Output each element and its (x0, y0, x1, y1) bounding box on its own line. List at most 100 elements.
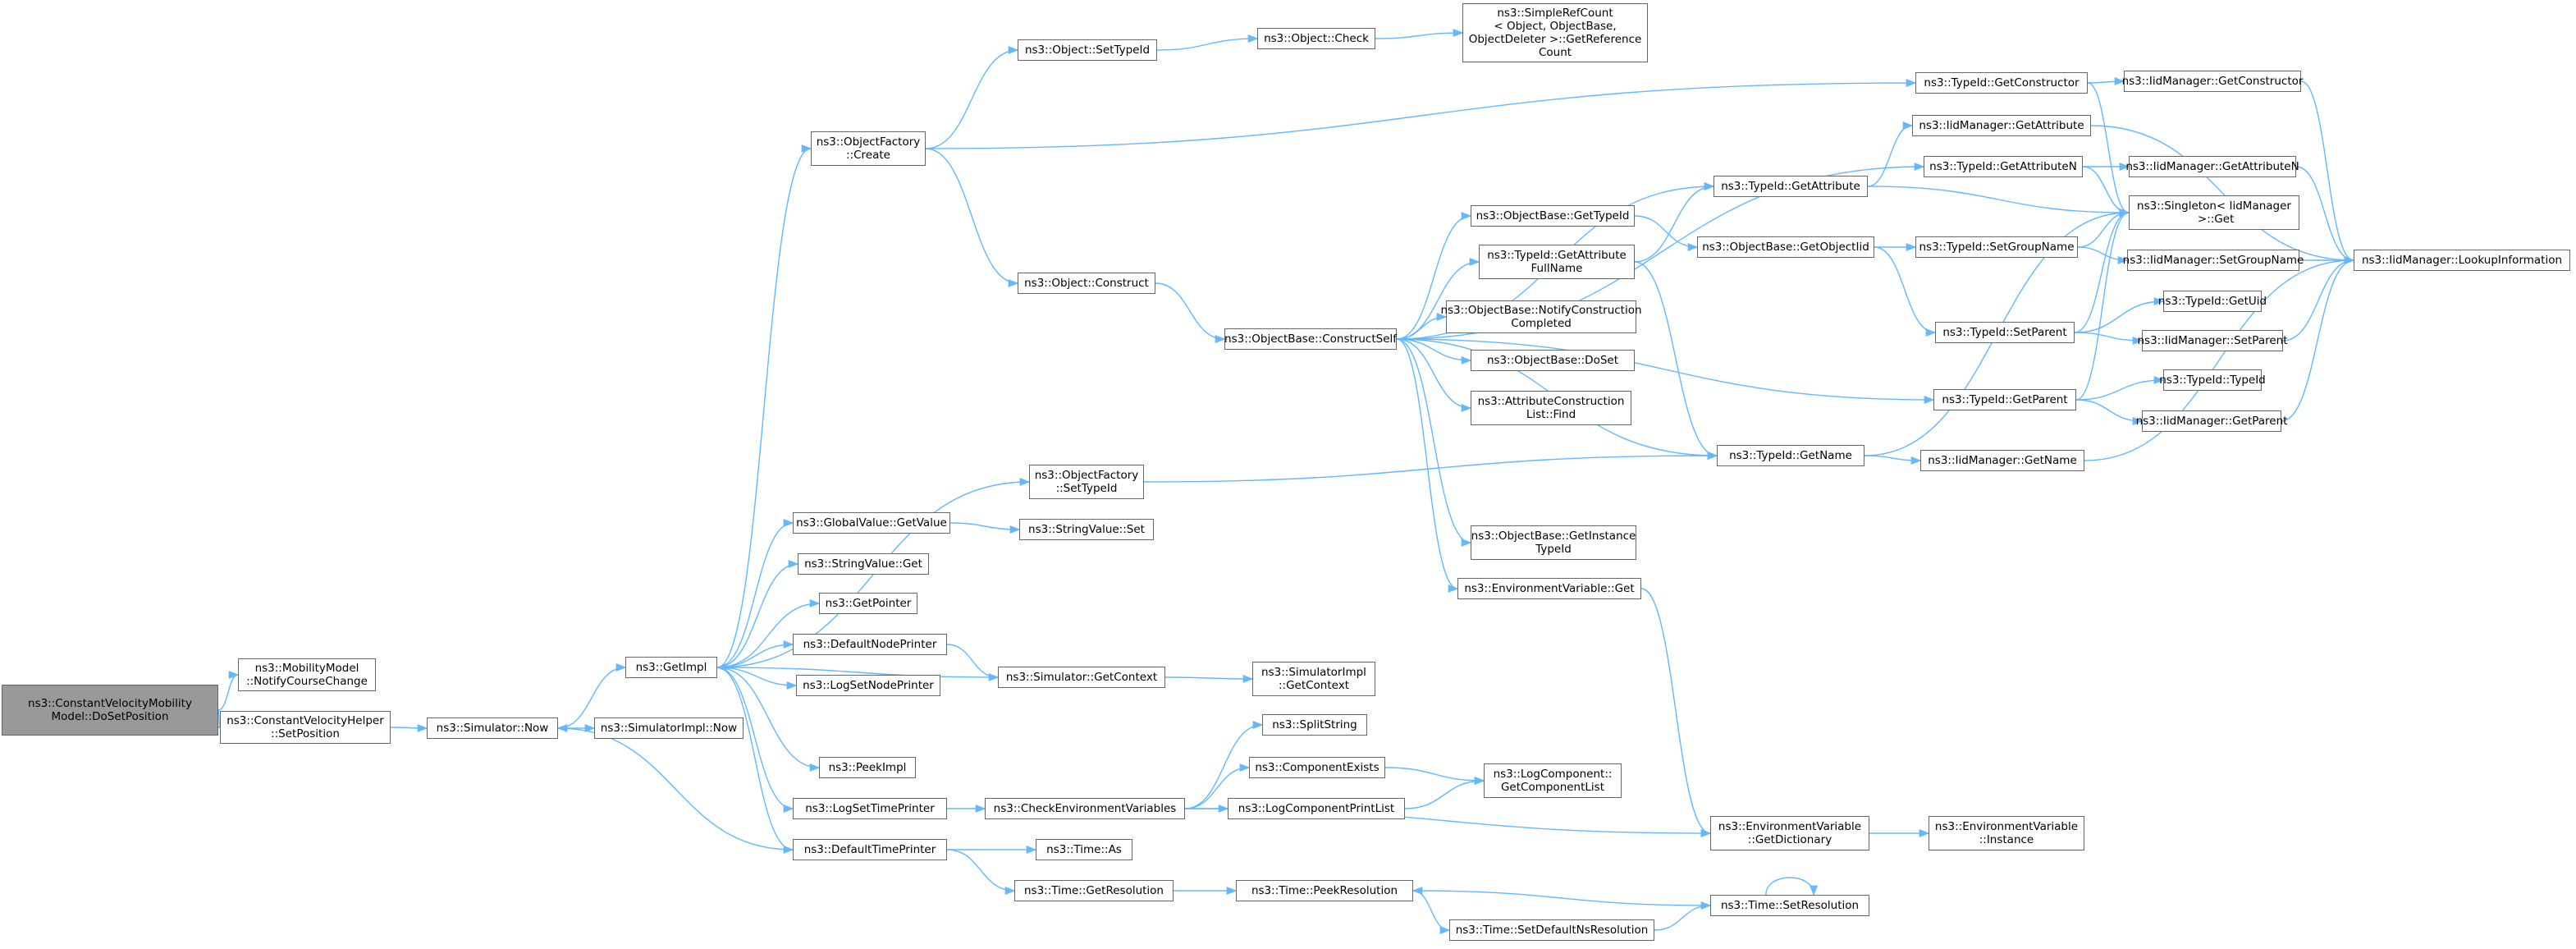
node-tidgetparent[interactable]: ns3::TypeId::GetParent (1933, 389, 2076, 410)
edge-tidgetattrfull-to-tidgetname (1634, 261, 1718, 460)
edge-checkenv-to-compexists (1184, 763, 1251, 809)
node-tidgetattrn[interactable]: ns3::TypeId::GetAttributeN (1924, 156, 2083, 177)
node-tidgetconstructor[interactable]: ns3::TypeId::GetConstructor (1915, 72, 2088, 94)
node-tidgetuid[interactable]: ns3::TypeId::GetUid (2158, 291, 2267, 312)
edge-getimpl-to-gvgetvalue (716, 519, 794, 668)
node-singleton[interactable]: ns3::Singleton< IidManager >::Get (2129, 195, 2299, 230)
edge-iidgetname-to-iidlookup (2084, 255, 2355, 461)
node-logsetnodeprinter[interactable]: ns3::LogSetNodePrinter (796, 675, 940, 696)
edge-iidgetconstructor-to-iidlookup (2300, 80, 2355, 264)
edge-obconstructself-to-envget (1396, 338, 1459, 593)
node-tidgetattr[interactable]: ns3::TypeId::GetAttribute (1714, 176, 1868, 197)
edge-obconstructself-to-obgettypeid (1396, 211, 1472, 340)
node-iidsetparent[interactable]: ns3::IidManager::SetParent (2138, 330, 2288, 351)
node-obconstructself[interactable]: ns3::ObjectBase::ConstructSelf (1224, 328, 1397, 350)
node-peekimpl[interactable]: ns3::PeekImpl (819, 757, 916, 778)
edge-compexists-to-logcomplist (1384, 767, 1485, 786)
node-deftimeprinter[interactable]: ns3::DefaultTimePrinter (793, 839, 947, 860)
edge-cvhsp-to-simnow (390, 723, 428, 733)
edge-defnodeprinter-to-simgetcontext (946, 644, 1000, 682)
edge-tidsetparent-to-iidsetparent (2074, 332, 2144, 346)
node-tidtypeid[interactable]: ns3::TypeId::TypeId (2159, 369, 2266, 391)
node-envinstance[interactable]: ns3::EnvironmentVariable ::Instance (1929, 816, 2084, 850)
node-iidgetattr[interactable]: ns3::IidManager::GetAttribute (1912, 115, 2091, 136)
node-timepeekres[interactable]: ns3::Time::PeekResolution (1236, 880, 1413, 901)
node-logcomplist[interactable]: ns3::LogComponent:: GetComponentList (1484, 763, 1622, 798)
edge-tidgetattr-to-singleton (1867, 186, 2130, 218)
edge-obconstructself-to-aclfind (1396, 338, 1472, 413)
node-srcref[interactable]: ns3::SimpleRefCount < Object, ObjectBase… (1462, 3, 1648, 62)
edge-timesetres-to-timesetres (1765, 877, 1819, 896)
node-gvgetvalue[interactable]: ns3::GlobalValue::GetValue (793, 512, 950, 534)
node-simimplnow[interactable]: ns3::SimulatorImpl::Now (594, 717, 744, 739)
node-getimpl[interactable]: ns3::GetImpl (625, 657, 717, 678)
edge-objconstruct-to-obconstructself (1155, 282, 1226, 344)
node-timegetres[interactable]: ns3::Time::GetResolution (1014, 880, 1174, 901)
node-obgetobjectiid[interactable]: ns3::ObjectBase::GetObjectIid (1697, 236, 1874, 258)
node-mmncc[interactable]: ns3::MobilityModel ::NotifyCourseChange (238, 658, 376, 691)
node-tidsetgroup[interactable]: ns3::TypeId::SetGroupName (1915, 236, 2078, 258)
edge-tidgetparent-to-tidtypeid (2075, 375, 2165, 401)
edge-getimpl-to-logsetnodeprinter (716, 667, 798, 690)
edge-tidgetconstructor-to-iidgetconstructor (2087, 76, 2125, 86)
node-iidgetname[interactable]: ns3::IidManager::GetName (1920, 450, 2084, 471)
node-iidgetparent[interactable]: ns3::IidManager::GetParent (2136, 410, 2287, 432)
node-tidgetattrfull[interactable]: ns3::TypeId::GetAttribute FullName (1479, 245, 1635, 279)
node-obgettypeid[interactable]: ns3::ObjectBase::GetTypeId (1471, 205, 1635, 227)
node-tidgetname[interactable]: ns3::TypeId::GetName (1717, 445, 1865, 466)
node-iidgetattrn[interactable]: ns3::IidManager::GetAttributeN (2125, 156, 2299, 177)
node-objconstruct[interactable]: ns3::Object::Construct (1018, 273, 1155, 294)
edge-objcheck-to-srcref (1375, 28, 1464, 39)
node-defnodeprinter[interactable]: ns3::DefaultNodePrinter (793, 634, 947, 655)
edge-obconstructself-to-obnotify (1396, 312, 1448, 340)
node-checkenv[interactable]: ns3::CheckEnvironmentVariables (985, 798, 1185, 819)
node-obgetinst[interactable]: ns3::ObjectBase::GetInstance TypeId (1471, 525, 1636, 560)
edge-iidsetparent-to-iidlookup (2282, 255, 2355, 342)
edge-checkenv-to-splitstring (1184, 720, 1264, 809)
edge-obgettypeid-to-obgetobjectiid (1634, 215, 1699, 252)
edge-timesetdefns-to-timesetres (1654, 901, 1712, 931)
node-envget[interactable]: ns3::EnvironmentVariable::Get (1457, 578, 1641, 599)
node-objcheck[interactable]: ns3::Object::Check (1257, 28, 1375, 49)
node-simgetcontext[interactable]: ns3::Simulator::GetContext (998, 667, 1165, 688)
node-timesetres[interactable]: ns3::Time::SetResolution (1710, 895, 1869, 916)
edge-tidsetgroup-to-iidsetgroup (2077, 246, 2129, 265)
node-iidsetgroup[interactable]: ns3::IidManager::SetGroupName (2123, 250, 2304, 271)
edge-ofcreate-to-objconstruct (925, 148, 1019, 288)
node-obnotify[interactable]: ns3::ObjectBase::NotifyConstruction Comp… (1440, 300, 1642, 333)
node-root[interactable]: ns3::ConstantVelocityMobility Model::DoS… (2, 685, 218, 736)
edge-objsettypeid-to-objcheck (1156, 34, 1259, 51)
node-logcompprintlist[interactable]: ns3::LogComponentPrintList (1228, 798, 1405, 819)
node-objsettypeid[interactable]: ns3::Object::SetTypeId (1018, 39, 1157, 61)
node-iidlookup[interactable]: ns3::IidManager::LookupInformation (2354, 250, 2570, 271)
node-iidgetconstructor[interactable]: ns3::IidManager::GetConstructor (2122, 71, 2303, 92)
node-envgetdict[interactable]: ns3::EnvironmentVariable ::GetDictionary (1710, 816, 1869, 850)
node-getpointer[interactable]: ns3::GetPointer (819, 593, 917, 614)
node-simimplgetcontext[interactable]: ns3::SimulatorImpl ::GetContext (1252, 662, 1375, 696)
edge-iidgetparent-to-iidlookup (2281, 256, 2355, 422)
node-cvhsp[interactable]: ns3::ConstantVelocityHelper ::SetPositio… (220, 711, 391, 744)
edge-getimpl-to-logsettimeprinter (716, 667, 794, 813)
edge-tidgetattrfull-to-tidgetattr (1634, 181, 1715, 263)
node-tidsetparent[interactable]: ns3::TypeId::SetParent (1935, 322, 2075, 343)
node-logsettimeprinter[interactable]: ns3::LogSetTimePrinter (793, 798, 947, 819)
node-svget[interactable]: ns3::StringValue::Get (798, 553, 929, 575)
node-splitstring[interactable]: ns3::SplitString (1262, 714, 1367, 736)
node-timeas[interactable]: ns3::Time::As (1036, 839, 1132, 860)
edge-tidgetconstructor-to-singleton (2087, 82, 2130, 217)
edge-logcompprintlist-to-logcomplist (1404, 776, 1485, 809)
node-aclfind[interactable]: ns3::AttributeConstruction List::Find (1471, 391, 1631, 425)
node-obdoset[interactable]: ns3::ObjectBase::DoSet (1471, 350, 1635, 371)
node-ofsettypeid[interactable]: ns3::ObjectFactory ::SetTypeId (1029, 465, 1144, 499)
node-simnow[interactable]: ns3::Simulator::Now (427, 717, 558, 739)
edge-obgetobjectiid-to-tidsetparent (1874, 246, 1937, 337)
node-ofcreate[interactable]: ns3::ObjectFactory ::Create (811, 131, 926, 166)
node-timesetdefns[interactable]: ns3::Time::SetDefaultNsResolution (1449, 919, 1654, 941)
edge-tidsetparent-to-singleton (2074, 209, 2130, 333)
node-svset[interactable]: ns3::StringValue::Set (1019, 519, 1154, 540)
edge-envget-to-envgetdict (1640, 588, 1712, 837)
edge-tidsetparent-to-tidgetuid (2074, 296, 2165, 333)
node-compexists[interactable]: ns3::ComponentExists (1249, 757, 1385, 778)
